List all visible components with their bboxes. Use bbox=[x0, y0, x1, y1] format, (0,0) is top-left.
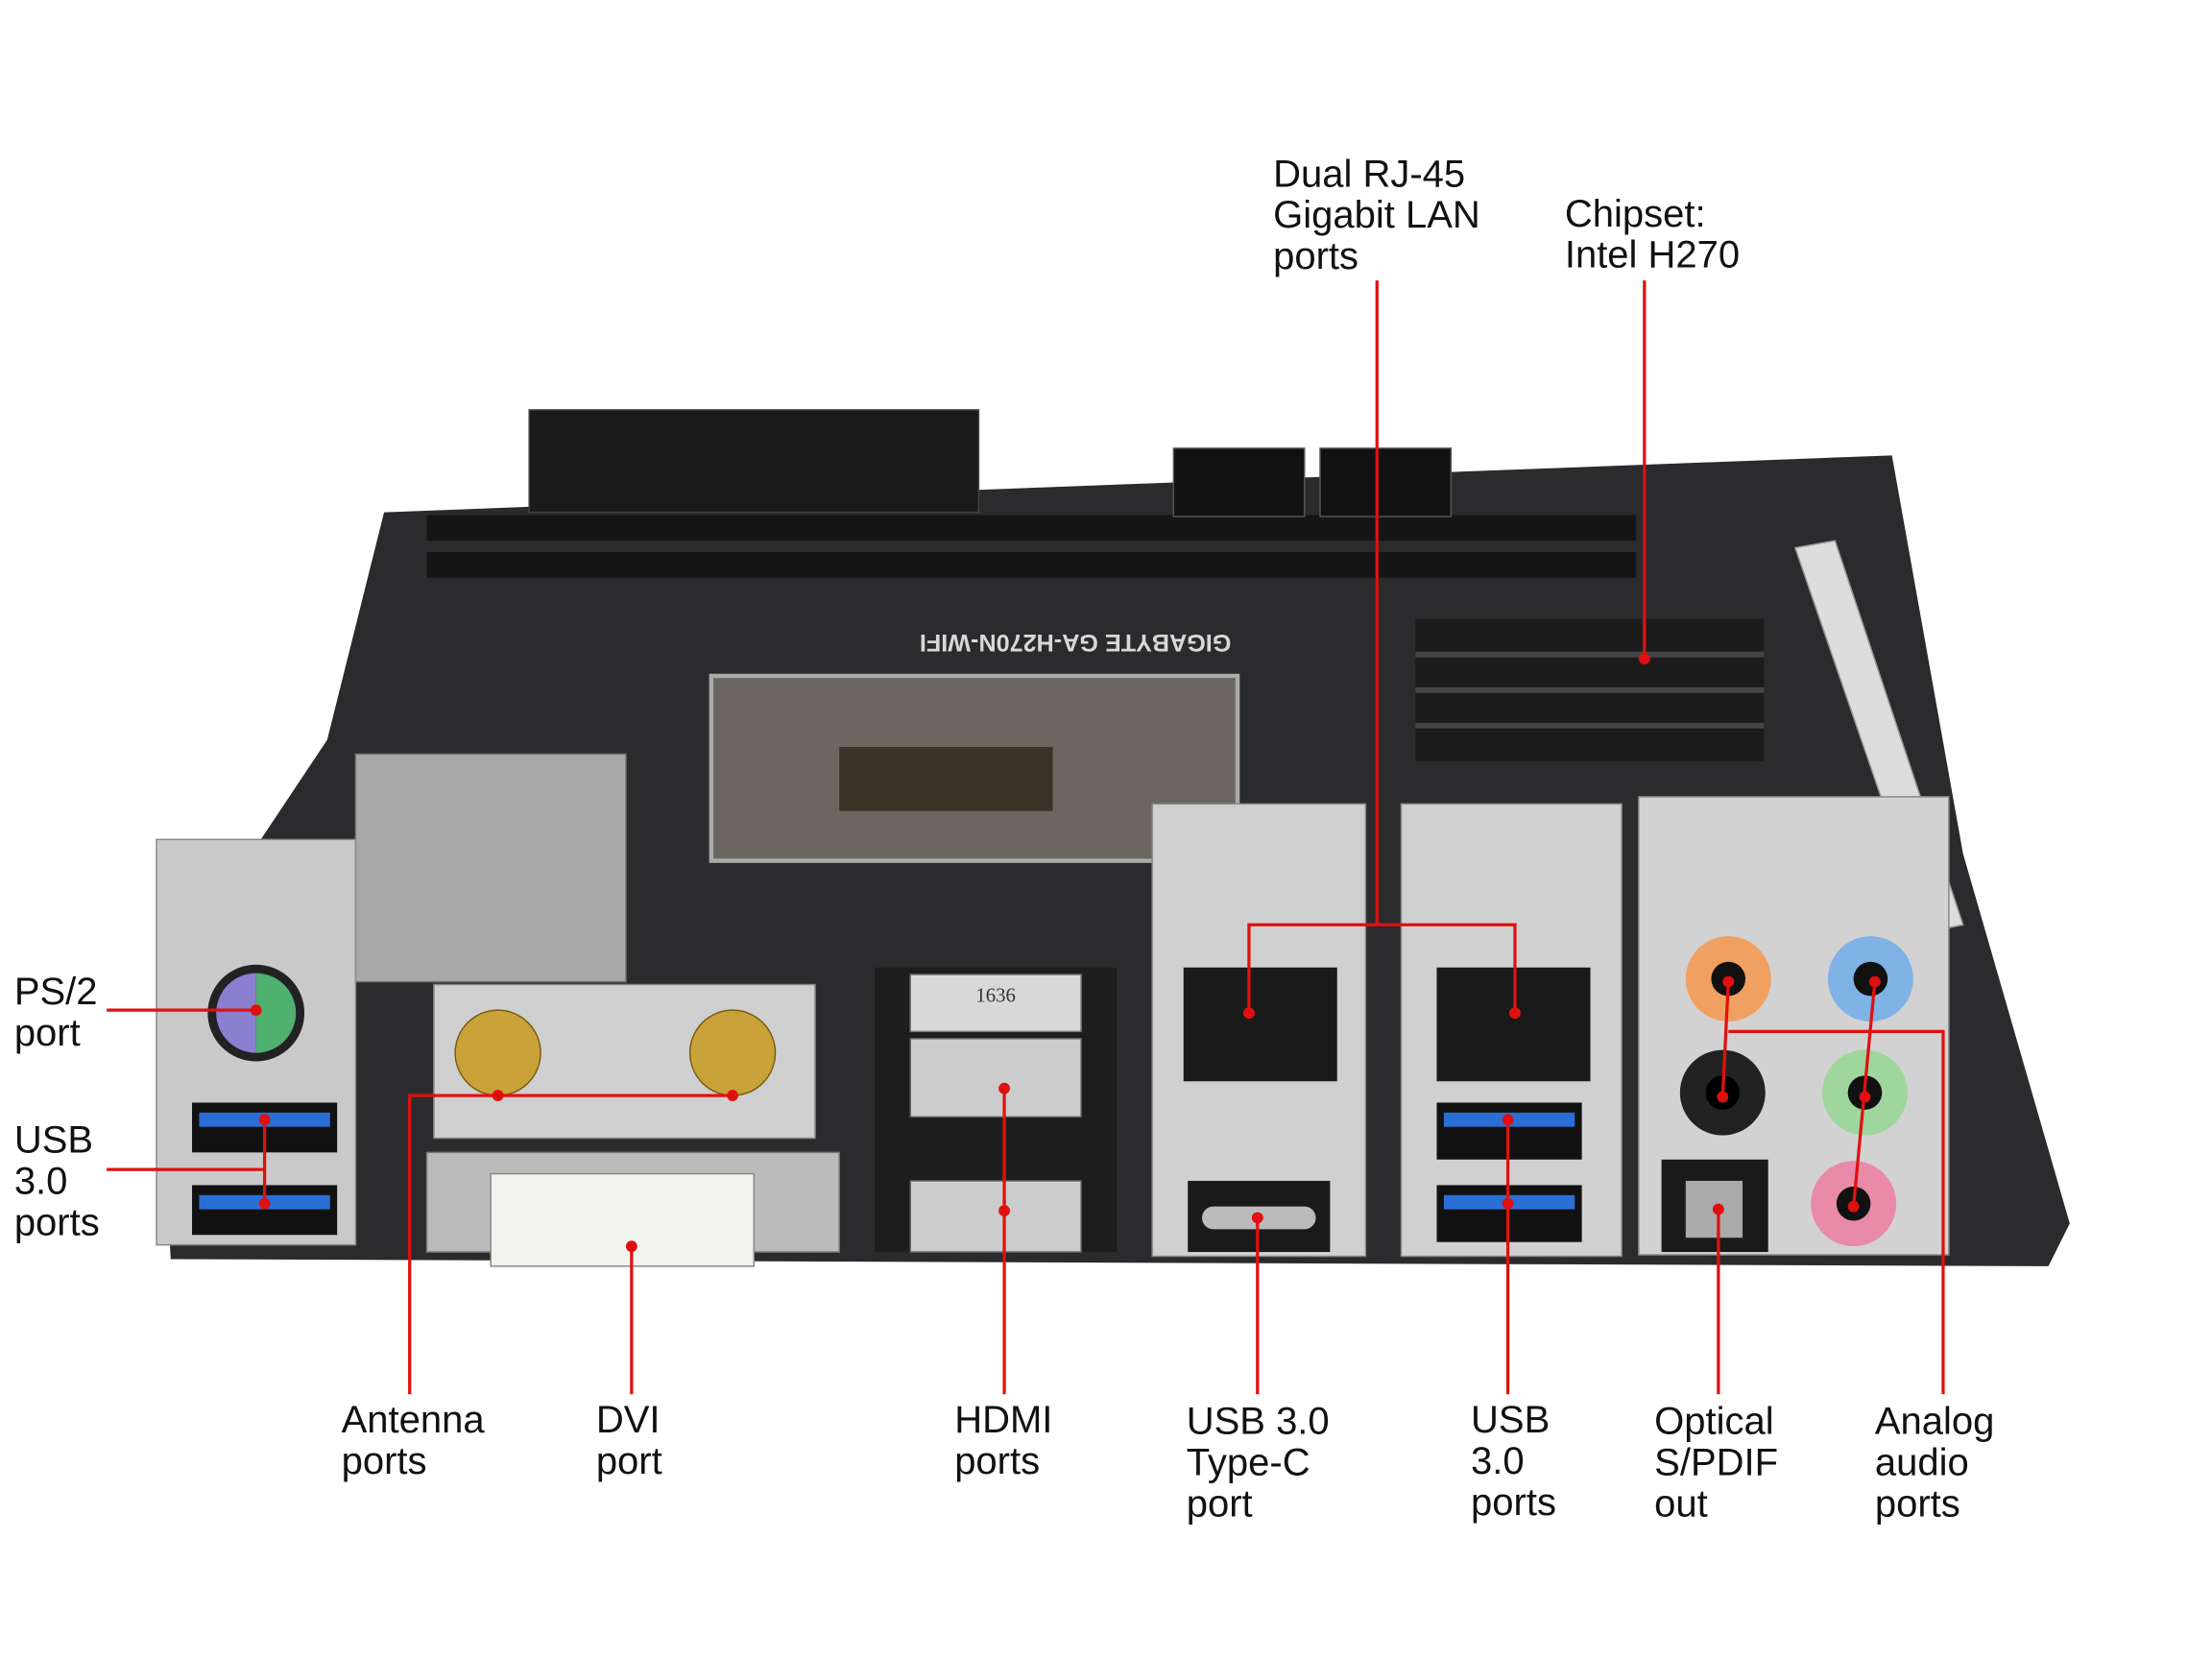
label-line: USB bbox=[14, 1118, 93, 1161]
hdmi-shield-top bbox=[909, 974, 1082, 1033]
label-line: port bbox=[596, 1440, 662, 1482]
antenna-connector bbox=[454, 1009, 541, 1096]
label-hdmi-ports: HDMI ports bbox=[954, 1399, 1063, 1482]
hdmi-port-photo bbox=[909, 1180, 1082, 1253]
dimm-slot bbox=[426, 552, 1636, 578]
callout-lines bbox=[107, 280, 1945, 1395]
label-line: out bbox=[1654, 1483, 1708, 1526]
label-chipset: Chipset: Intel H270 bbox=[1565, 193, 1740, 276]
label-typec-port: USB 3.0 Type-C port bbox=[1187, 1401, 1340, 1526]
hdmi-stamp: 1636 bbox=[975, 985, 1015, 1006]
label-line: S/PDIF bbox=[1654, 1442, 1778, 1484]
atx-power-connector bbox=[528, 409, 980, 514]
label-line: Antenna bbox=[342, 1399, 486, 1441]
label-line: Analog bbox=[1875, 1401, 1995, 1443]
label-line: Intel H270 bbox=[1565, 234, 1740, 276]
label-analog-audio: Analog audio ports bbox=[1875, 1401, 2006, 1526]
label-line: 3.0 bbox=[1471, 1440, 1525, 1482]
chipset-heatsink bbox=[1415, 618, 1765, 761]
label-line: audio bbox=[1875, 1442, 1969, 1484]
label-line: ports bbox=[1471, 1481, 1556, 1524]
label-line: ports bbox=[342, 1440, 427, 1482]
label-line: port bbox=[14, 1012, 81, 1054]
label-line: DVI bbox=[596, 1399, 661, 1441]
label-line: ports bbox=[954, 1440, 1040, 1482]
label-line: Chipset: bbox=[1565, 193, 1706, 235]
label-line: Gigabit LAN bbox=[1273, 194, 1480, 236]
label-line: HDMI bbox=[954, 1399, 1052, 1441]
label-dvi-port: DVI port bbox=[596, 1399, 671, 1482]
label-lan-ports: Dual RJ-45 Gigabit LAN ports bbox=[1273, 153, 1491, 277]
cpu-socket-pins bbox=[839, 747, 1053, 811]
label-line: USB bbox=[1471, 1399, 1550, 1441]
wifi-shield bbox=[354, 753, 627, 983]
label-line: port bbox=[1187, 1483, 1253, 1526]
lan-port-photo bbox=[1183, 967, 1337, 1082]
label-line: Optical bbox=[1654, 1401, 1774, 1443]
label-usb-left: USB 3.0 ports bbox=[14, 1118, 104, 1243]
label-line: ports bbox=[1875, 1483, 1960, 1526]
sata-port bbox=[1172, 447, 1306, 517]
dimm-slot bbox=[426, 515, 1636, 541]
label-line: 3.0 bbox=[14, 1160, 68, 1202]
board-model-silkscreen: GIGABYTE GA-H270N-WIFI bbox=[920, 629, 1231, 656]
hdmi-port-photo bbox=[909, 1038, 1082, 1118]
label-antenna-ports: Antenna ports bbox=[342, 1399, 495, 1482]
antenna-connector bbox=[688, 1009, 777, 1096]
label-line: Dual RJ-45 bbox=[1273, 153, 1465, 195]
label-line: ports bbox=[14, 1201, 100, 1243]
label-line: PS/2 bbox=[14, 971, 98, 1013]
label-ps2-port: PS/2 port bbox=[14, 971, 108, 1054]
label-line: ports bbox=[1273, 235, 1358, 277]
label-optical-spdif: Optical S/PDIF out bbox=[1654, 1401, 1789, 1526]
motherboard-photo: GIGABYTE GA-H270N-WIFI 1636 bbox=[156, 409, 2070, 1267]
sata-port bbox=[1319, 447, 1453, 517]
label-line: Type-C bbox=[1187, 1442, 1310, 1484]
label-usb-right: USB 3.0 ports bbox=[1471, 1399, 1560, 1524]
label-line: USB 3.0 bbox=[1187, 1401, 1330, 1443]
